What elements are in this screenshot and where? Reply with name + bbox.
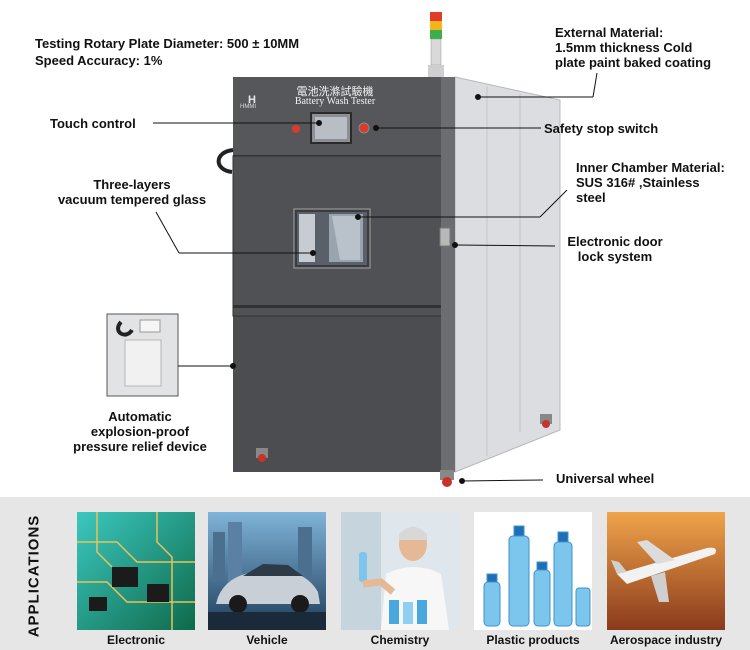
door-lock-callout: Electronic door lock system bbox=[567, 234, 663, 264]
battery-wash-tester-illustration: H bbox=[106, 12, 598, 487]
wheel-callout: Universal wheel bbox=[556, 471, 655, 486]
app-label-electronic: Electronic bbox=[106, 633, 166, 647]
spec-line-1: Testing Rotary Plate Diameter: 500 ± 10M… bbox=[35, 36, 300, 51]
car-photo bbox=[208, 512, 326, 630]
airplane-photo bbox=[607, 512, 725, 630]
wheel-icon bbox=[256, 414, 552, 487]
app-label-plastic: Plastic products bbox=[486, 633, 580, 647]
glass-callout: Three-layers vacuum tempered glass bbox=[57, 177, 207, 207]
external-material-callout: External Material: 1.5mm thickness Cold … bbox=[555, 25, 712, 70]
app-label-aerospace: Aerospace industry bbox=[609, 633, 723, 647]
app-label-chemistry: Chemistry bbox=[370, 633, 430, 647]
spec-line-2: Speed Accuracy: 1% bbox=[35, 53, 163, 68]
app-label-vehicle: Vehicle bbox=[246, 633, 288, 647]
applications-heading: APPLICATIONS bbox=[25, 514, 43, 638]
safety-stop-callout: Safety stop switch bbox=[544, 121, 659, 136]
relief-callout: Automatic explosion-proof pressure relie… bbox=[73, 409, 207, 454]
scientist-photo bbox=[341, 512, 459, 630]
machine-title-cn: 電池洗滌試驗機 bbox=[296, 85, 374, 98]
logo-mark: H bbox=[248, 94, 256, 106]
touch-control-callout: Touch control bbox=[50, 116, 136, 131]
plastic-bottles-photo bbox=[474, 512, 592, 630]
circuit-board-photo bbox=[77, 512, 195, 630]
signal-tower-icon bbox=[428, 12, 444, 77]
machine-title-en: Battery Wash Tester bbox=[294, 96, 376, 107]
inner-chamber-callout: Inner Chamber Material: SUS 316# ,Stainl… bbox=[576, 160, 725, 205]
logo-text: HMMI bbox=[240, 104, 256, 110]
